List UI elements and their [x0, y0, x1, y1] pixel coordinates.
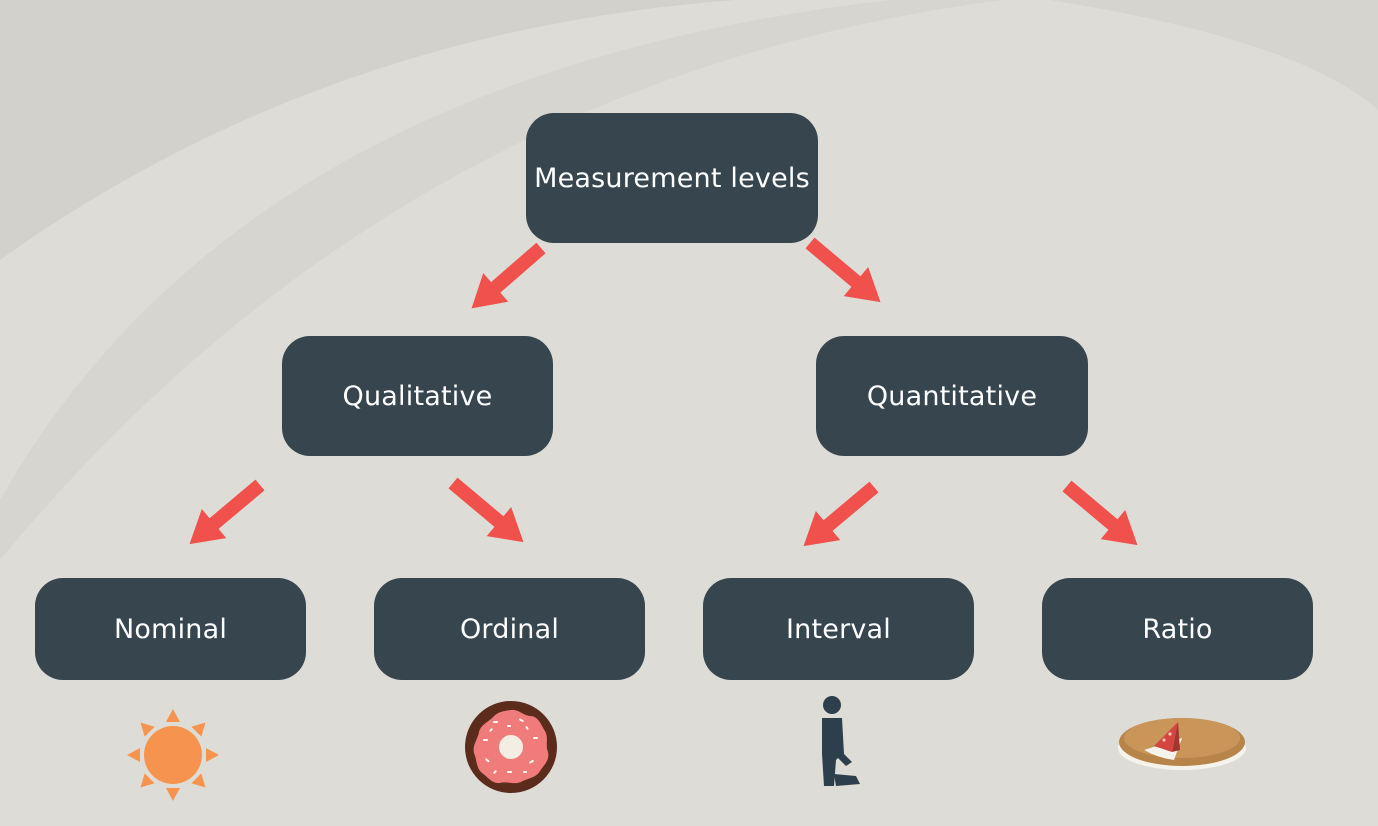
node-label: Nominal [113, 613, 228, 645]
node-label: Measurement levels [534, 162, 810, 194]
node-nominal: Nominal [35, 578, 306, 680]
node-qualitative: Qualitative [282, 336, 553, 456]
node-label: Qualitative [342, 380, 493, 412]
sun-icon [127, 709, 219, 801]
node-label: Ordinal [459, 613, 560, 645]
node-label: Interval [786, 613, 891, 645]
node-quantitative: Quantitative [816, 336, 1088, 456]
node-label: Ratio [1142, 613, 1213, 645]
donut-icon [465, 701, 557, 793]
node-measurement-levels: Measurement levels [526, 113, 818, 243]
kneeling-person-icon [822, 696, 860, 786]
pie-icon [1118, 718, 1246, 770]
node-ratio: Ratio [1042, 578, 1313, 680]
node-ordinal: Ordinal [374, 578, 645, 680]
node-interval: Interval [703, 578, 974, 680]
node-label: Quantitative [866, 380, 1038, 412]
